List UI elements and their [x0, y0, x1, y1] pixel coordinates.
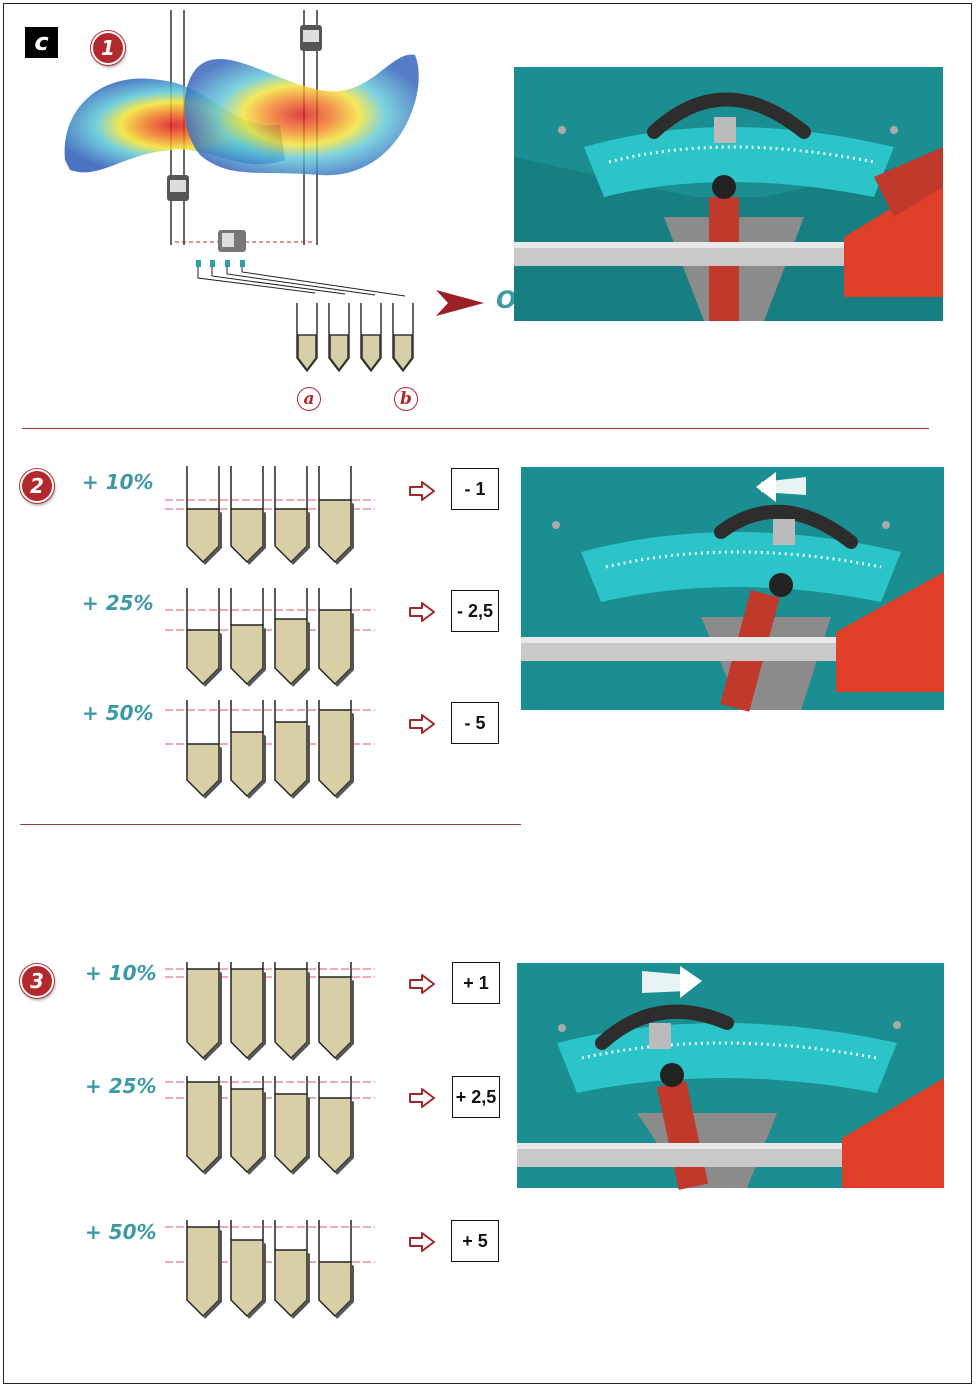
test-tube-icon: [230, 1220, 266, 1319]
step2-pct-10: + 10%: [82, 470, 154, 494]
arrow-right-icon: [409, 481, 435, 501]
test-tube-icon: [274, 588, 310, 687]
step-1-badge: 1: [91, 31, 125, 65]
spreader-machine-image-1: [514, 67, 943, 321]
test-tube-icon: [186, 962, 222, 1061]
adjust-box-minus-1: - 1: [451, 468, 499, 510]
page-frame: [3, 3, 972, 1384]
adjust-box-plus-1: + 1: [452, 962, 500, 1004]
arrow-right-icon: [409, 714, 435, 734]
test-tube-group-step2-row3: [165, 700, 375, 799]
arrow-right-icon: [409, 1232, 435, 1252]
test-tube-icon: [186, 466, 222, 565]
test-tube-icon: [230, 700, 266, 799]
test-tube-icon: [230, 466, 266, 565]
test-tube-icon: [186, 1220, 222, 1319]
step2-pct-25: + 25%: [82, 591, 154, 615]
test-tube-icon: [318, 962, 354, 1061]
spread-pattern-icon: [64, 10, 419, 297]
test-tube-icon: [230, 1076, 266, 1175]
step2-pct-50: + 50%: [82, 701, 154, 725]
test-tube-icon: [274, 700, 310, 799]
arrow-right-icon: [409, 974, 435, 994]
adjust-box-minus-2-5: - 2,5: [451, 590, 499, 632]
step-3-badge: 3: [20, 964, 54, 998]
test-tube-icon: [318, 1220, 354, 1319]
rotate-right-icon: [642, 966, 702, 998]
test-tube-group-step1: [296, 303, 414, 373]
test-tube-icon: [318, 588, 354, 687]
section-divider-2: [20, 824, 521, 825]
test-tube-icon: [186, 1076, 222, 1175]
arrow-right-icon: [409, 1088, 435, 1108]
rotate-left-icon: [756, 472, 806, 502]
test-tube-group-step3-row3: [165, 1220, 375, 1319]
test-tube-icon: [274, 466, 310, 565]
test-tube-icon: [318, 1076, 354, 1175]
test-tube-icon: [318, 466, 354, 565]
step3-pct-10: + 10%: [85, 961, 157, 985]
step-2-badge: 2: [20, 469, 54, 503]
adjust-box-minus-5: - 5: [451, 702, 499, 744]
test-tube-icon: [274, 1220, 310, 1319]
test-tube-group-step3-row1: [165, 962, 375, 1061]
test-tube-icon: [186, 700, 222, 799]
test-tube-icon: [274, 1076, 310, 1175]
arrow-right-icon: [409, 602, 435, 622]
test-tube-icon: [230, 962, 266, 1061]
adjust-box-plus-5: + 5: [451, 1220, 499, 1262]
section-divider-1: [22, 428, 929, 429]
test-tube-icon: [186, 588, 222, 687]
test-tube-icon: [274, 962, 310, 1061]
arrow-right-icon: [436, 290, 484, 316]
test-tube-group-step2-row1: [165, 466, 375, 565]
test-tube-group-step2-row2: [165, 588, 375, 687]
label-b: b: [394, 387, 418, 411]
label-a: a: [297, 387, 321, 411]
adjust-box-plus-2-5: + 2,5: [452, 1076, 500, 1118]
step3-pct-25: + 25%: [85, 1074, 157, 1098]
test-tube-group-step3-row2: [165, 1076, 375, 1175]
step3-pct-50: + 50%: [85, 1220, 157, 1244]
spreader-machine-image-3: [517, 963, 944, 1190]
test-tube-icon: [296, 303, 414, 373]
spreader-machine-image-2: [521, 467, 944, 712]
section-c-badge: c: [25, 27, 58, 58]
test-tube-icon: [230, 588, 266, 687]
test-tube-icon: [318, 700, 354, 799]
